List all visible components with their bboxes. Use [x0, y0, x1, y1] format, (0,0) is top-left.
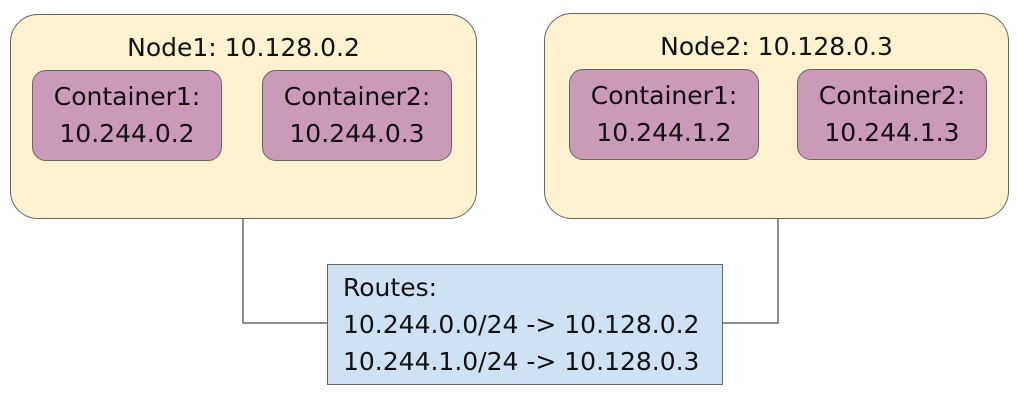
node1-container2: Container2: 10.244.0.3 [262, 70, 452, 161]
node2-box: Node2: 10.128.0.3 Container1: 10.244.1.2… [544, 13, 1009, 219]
route-entry-1: 10.244.0.0/24 -> 10.128.0.2 [343, 310, 700, 339]
node2-container2-ip: 10.244.1.3 [824, 118, 960, 147]
node2-container1-ip: 10.244.1.2 [596, 118, 732, 147]
node1-box: Node1: 10.128.0.2 Container1: 10.244.0.2… [10, 14, 477, 219]
node2-container1-name: Container1: [590, 81, 738, 110]
node2-container2: Container2: 10.244.1.3 [797, 69, 987, 160]
node1-container1-name: Container1: [53, 82, 201, 111]
routes-title: Routes: [343, 273, 438, 302]
node1-container1: Container1: 10.244.0.2 [32, 70, 222, 161]
node1-title: Node1: 10.128.0.2 [127, 33, 360, 62]
node1-container1-ip: 10.244.0.2 [59, 119, 195, 148]
node1-container2-ip: 10.244.0.3 [289, 119, 425, 148]
node2-container1: Container1: 10.244.1.2 [569, 69, 759, 160]
routes-box: Routes: 10.244.0.0/24 -> 10.128.0.2 10.2… [327, 264, 723, 385]
route-entry-2: 10.244.1.0/24 -> 10.128.0.3 [343, 347, 700, 376]
node2-title: Node2: 10.128.0.3 [660, 32, 893, 61]
node2-container2-name: Container2: [818, 81, 966, 110]
node1-container2-name: Container2: [283, 82, 431, 111]
